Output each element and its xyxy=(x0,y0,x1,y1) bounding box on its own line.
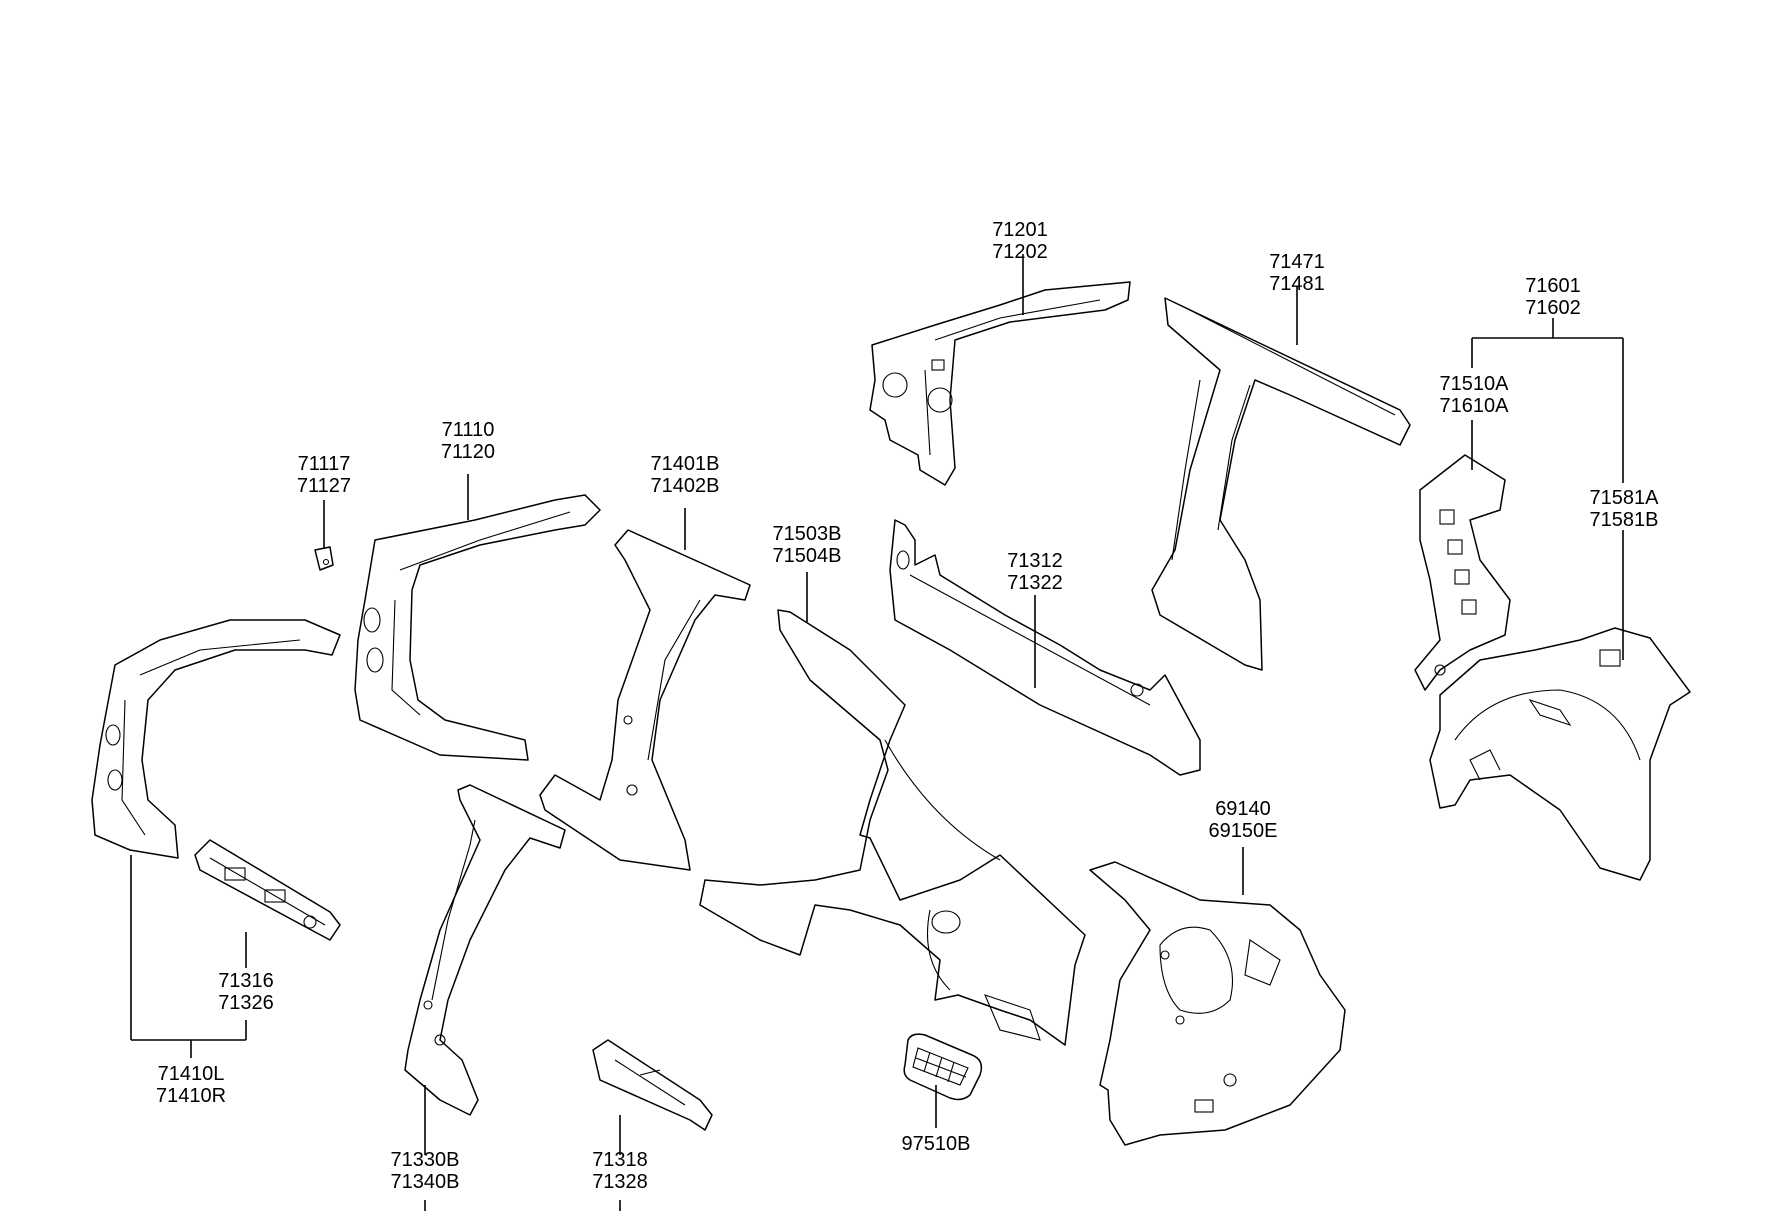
part-71312-sill-panel[interactable] xyxy=(889,519,1201,776)
svg-text:71510A: 71510A xyxy=(1440,373,1510,395)
svg-text:71110: 71110 xyxy=(442,419,495,441)
svg-text:71602: 71602 xyxy=(1525,297,1581,319)
svg-text:71481: 71481 xyxy=(1269,273,1325,295)
svg-text:71581B: 71581B xyxy=(1590,509,1659,531)
svg-text:71316: 71316 xyxy=(218,970,274,992)
svg-text:71322: 71322 xyxy=(1007,572,1063,594)
svg-text:71504B: 71504B xyxy=(773,545,842,567)
part-71503b-quarter-panel[interactable] xyxy=(699,609,1086,1046)
svg-text:71312: 71312 xyxy=(1007,550,1063,572)
svg-text:71120: 71120 xyxy=(441,441,495,463)
svg-text:71471: 71471 xyxy=(1269,251,1325,273)
svg-text:71117: 71117 xyxy=(298,453,351,475)
part-71318-reinforcement[interactable] xyxy=(592,1039,713,1131)
part-97510b-vent[interactable] xyxy=(903,1033,983,1101)
label-71318: 71318 71328 xyxy=(592,1149,648,1193)
label-97510b: 97510B xyxy=(902,1133,971,1155)
part-71201-a-pillar-upper[interactable] xyxy=(869,281,1131,486)
label-71581a: 71581A 71581B xyxy=(1590,487,1660,531)
svg-text:71127: 71127 xyxy=(297,475,351,497)
svg-text:71581A: 71581A xyxy=(1590,487,1660,509)
label-71401b: 71401B 71402B xyxy=(651,453,720,497)
label-71110: 71110 71120 xyxy=(441,419,495,463)
svg-text:71410L: 71410L xyxy=(158,1063,225,1085)
svg-text:71503B: 71503B xyxy=(773,523,842,545)
part-71410l-front-pillar[interactable] xyxy=(91,619,341,859)
svg-text:71328: 71328 xyxy=(592,1171,648,1193)
label-71410l: 71410L 71410R xyxy=(156,1063,226,1107)
part-71117-bracket[interactable] xyxy=(314,546,334,571)
label-71330b: 71330B 71340B xyxy=(391,1149,460,1193)
label-71601: 71601 71602 xyxy=(1525,275,1581,319)
part-71316-reinforcement[interactable] xyxy=(194,839,341,941)
label-71471: 71471 71481 xyxy=(1269,251,1325,295)
svg-text:71201: 71201 xyxy=(992,219,1048,241)
svg-text:69150E: 69150E xyxy=(1209,820,1278,842)
svg-text:71326: 71326 xyxy=(218,992,274,1014)
part-71510a-inner-pillar[interactable] xyxy=(1414,454,1511,691)
svg-text:71401B: 71401B xyxy=(651,453,720,475)
part-71471-center-pillar[interactable] xyxy=(1151,297,1411,671)
label-71316: 71316 71326 xyxy=(218,970,274,1014)
svg-text:97510B: 97510B xyxy=(902,1133,971,1155)
part-71401b-center-pillar-outer[interactable] xyxy=(539,529,751,871)
part-69140-inner-quarter[interactable] xyxy=(1089,861,1346,1146)
svg-text:71340B: 71340B xyxy=(391,1171,460,1193)
svg-text:71330B: 71330B xyxy=(391,1149,460,1171)
label-71312: 71312 71322 xyxy=(1007,550,1063,594)
svg-text:71402B: 71402B xyxy=(651,475,720,497)
svg-text:71202: 71202 xyxy=(992,241,1048,263)
part-71581a-wheel-housing[interactable] xyxy=(1429,627,1691,881)
part-71330b-center-pillar-inner[interactable] xyxy=(404,784,566,1116)
label-71201: 71201 71202 xyxy=(992,219,1048,263)
part-71110-side-outer-front[interactable] xyxy=(354,494,601,761)
leader-lines xyxy=(130,254,1624,1211)
svg-text:71610A: 71610A xyxy=(1440,395,1510,417)
svg-text:71318: 71318 xyxy=(592,1149,648,1171)
svg-text:69140: 69140 xyxy=(1215,798,1271,820)
label-71117: 71117 71127 xyxy=(297,453,351,497)
label-71503b: 71503B 71504B xyxy=(773,523,842,567)
svg-text:71410R: 71410R xyxy=(156,1085,226,1107)
label-71510a: 71510A 71610A xyxy=(1440,373,1510,417)
label-69140: 69140 69150E xyxy=(1209,798,1278,842)
svg-text:71601: 71601 xyxy=(1525,275,1581,297)
